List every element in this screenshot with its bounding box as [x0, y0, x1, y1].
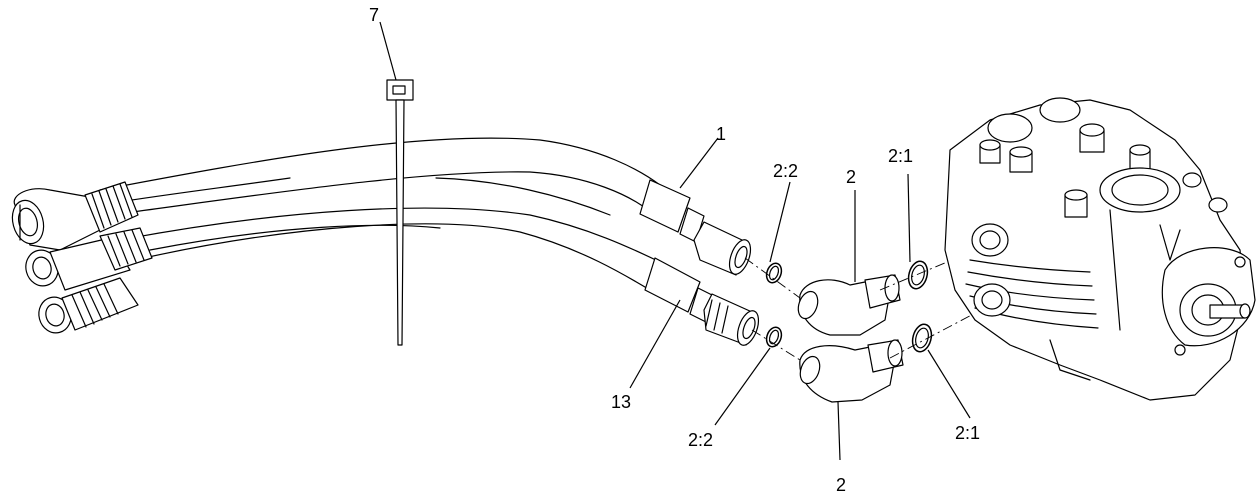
callout-oring-upper-left-label: 2:2 — [773, 161, 798, 181]
elbow-fitting-lower — [799, 339, 904, 403]
hose-assembly — [99, 137, 760, 346]
callout-oring-upper-right-label: 2:1 — [888, 146, 913, 166]
callout-elbow-upper-label: 2 — [846, 167, 856, 187]
callout-oring-lower-right-label: 2:1 — [955, 423, 980, 443]
oring-upper-left — [765, 262, 783, 284]
callout-oring-lower-left-label: 2:2 — [688, 430, 713, 450]
callout-hose-upper-label: 1 — [716, 124, 726, 144]
oring-lower-right — [911, 323, 933, 353]
callout-tie-label: 7 — [369, 5, 379, 25]
callout-hose-lower-label: 13 — [611, 392, 631, 412]
oring-lower-left — [765, 326, 783, 348]
callout-leaders — [379, 21, 971, 461]
oring-upper-right — [907, 260, 929, 290]
hydraulic-pump — [944, 97, 1256, 401]
callout-elbow-lower-label: 2 — [836, 475, 846, 495]
elbow-fitting-upper — [797, 274, 901, 336]
cable-tie — [386, 79, 414, 346]
left-hose-fittings — [11, 181, 153, 334]
